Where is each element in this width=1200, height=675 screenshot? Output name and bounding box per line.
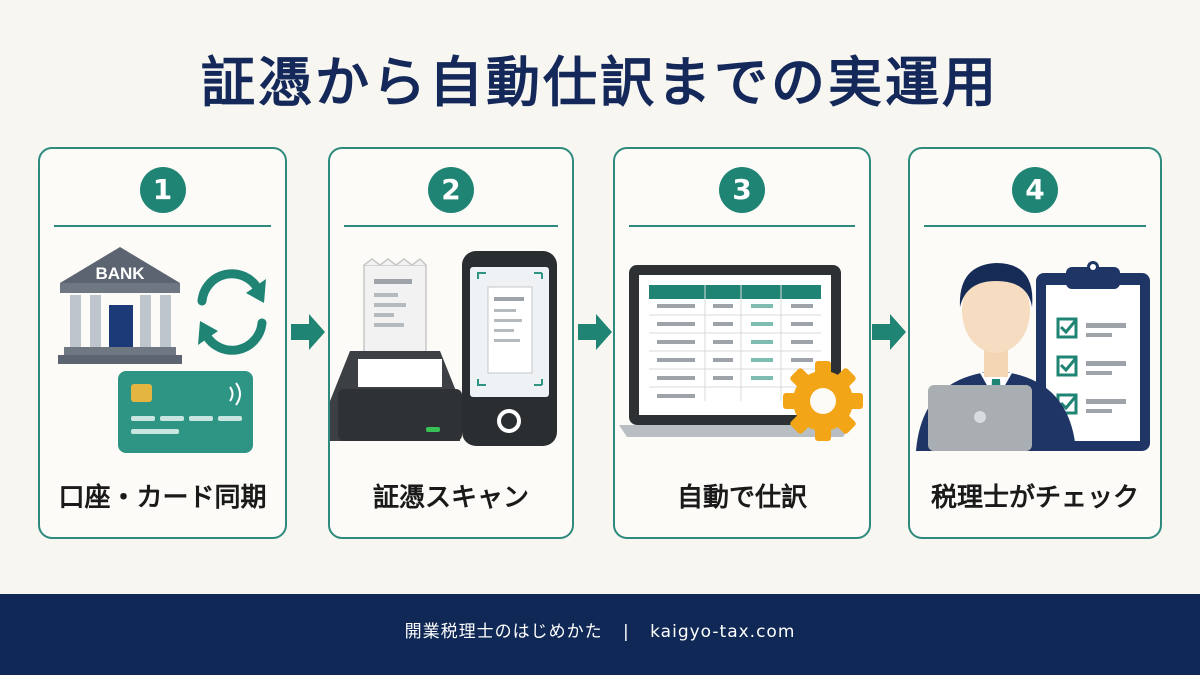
page-title: 証憑から自動仕訳までの実運用 (201, 51, 999, 114)
step-number-badge: 1 (139, 167, 186, 213)
step-card-2: 2 証憑スキャン (328, 147, 574, 539)
smartphone-icon (462, 251, 557, 446)
laptop-icon (619, 265, 851, 437)
step-card-3: 3 (613, 147, 871, 539)
step-label: 自動で仕訳 (676, 483, 807, 513)
credit-card-icon (118, 371, 253, 453)
step-label: 証憑スキャン (372, 483, 529, 513)
tax-accountant-check-illustration (916, 261, 1150, 451)
arrow-right-icon (291, 314, 325, 350)
scan-illustration (330, 251, 557, 446)
footer-separator: | (623, 622, 630, 642)
arrow-right-icon (578, 314, 612, 350)
laptop-icon (928, 385, 1032, 451)
scanner-icon (330, 258, 462, 441)
laptop-journal-illustration (619, 265, 863, 441)
step-number-badge: 2 (428, 167, 474, 213)
sync-icon (197, 269, 267, 355)
footer-bar: 開業税理士のはじめかた | kaigyo-tax.com (0, 594, 1200, 675)
arrow-right-icon (872, 314, 906, 350)
footer-site-name: 開業税理士のはじめかた (404, 622, 603, 642)
divider (344, 225, 558, 227)
divider (54, 225, 271, 227)
step-card-4: 4 (908, 147, 1162, 539)
step-number-badge: 4 (1012, 167, 1058, 213)
step-card-1: 1 BANK (38, 147, 287, 539)
gear-icon (783, 361, 863, 441)
bank-icon: BANK (58, 247, 182, 364)
bank-card-sync-illustration: BANK (58, 247, 267, 453)
step-number-badge: 3 (719, 167, 765, 213)
step-label: 税理士がチェック (930, 483, 1139, 513)
divider (924, 225, 1146, 227)
footer-domain: kaigyo-tax.com (650, 622, 796, 642)
bank-sign-text: BANK (95, 264, 145, 283)
clipboard-checklist-icon (1036, 261, 1150, 451)
step-label: 口座・カード同期 (58, 483, 267, 513)
divider (629, 225, 855, 227)
